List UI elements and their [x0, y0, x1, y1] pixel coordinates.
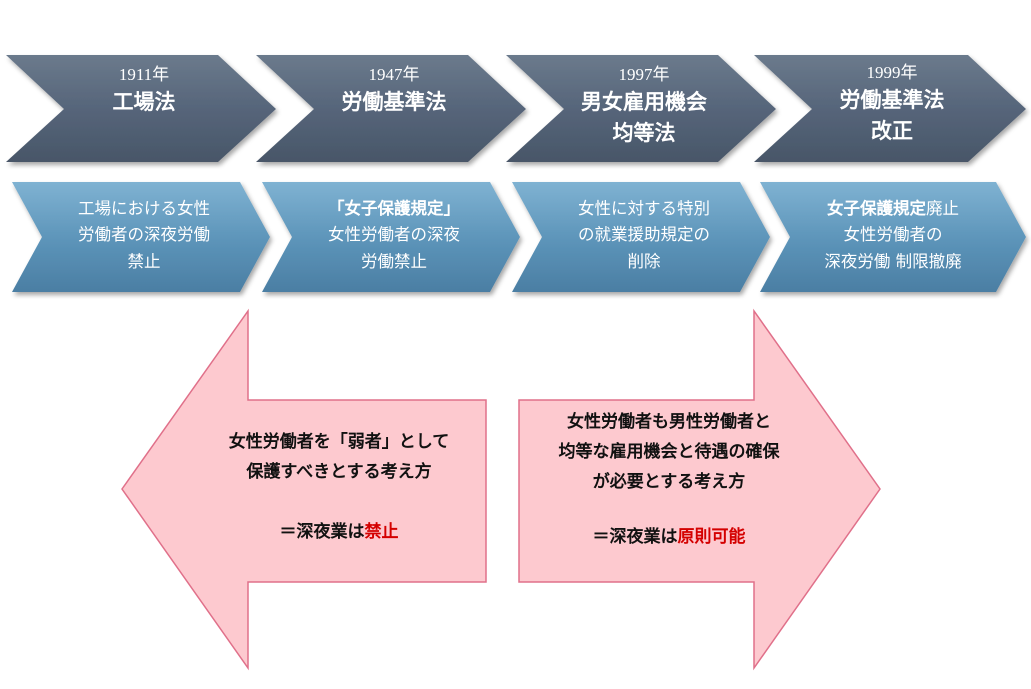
desc-chevron-1 [12, 182, 270, 292]
law-name: 男女雇用機会 [581, 88, 707, 114]
law-label-2: 1947年 労働基準法 [312, 64, 476, 117]
conclusion-highlight: 原則可能 [677, 527, 746, 548]
arrow-line: 保護すべきとする考え方 [246, 461, 432, 482]
law-chevron-2 [256, 55, 526, 162]
law-year: 1911年 [118, 65, 170, 84]
law-chevron-1 [6, 55, 276, 162]
left-arrow-text: 女性労働者を「弱者」として 保護すべきとする考え方 ＝深夜業は禁止 [196, 428, 482, 547]
desc-label-2: 「女子保護規定」 女性労働者の深夜 労働禁止 [292, 196, 496, 275]
desc-line: 女性に対する特別 [578, 199, 710, 218]
law-label-4: 1999年 労働基準法 改正 [810, 62, 974, 147]
law-name: 労働基準法 [839, 86, 945, 112]
desc-line: 女性労働者の [843, 225, 943, 245]
law-year: 1999年 [866, 63, 918, 82]
desc-label-3: 女性に対する特別 の就業援助規定の 削除 [542, 196, 746, 275]
conclusion-highlight: 禁止 [364, 521, 399, 542]
desc-line: 労働禁止 [361, 251, 427, 271]
desc-bold-term: 「女子保護規定」 [328, 199, 460, 218]
law-year: 1997年 [618, 65, 670, 84]
desc-line: 深夜労働 制限撤廃 [824, 251, 962, 271]
law-name: 労働基準法 [341, 88, 447, 114]
arrow-line: 女性労働者を「弱者」として [228, 432, 450, 452]
law-name: 均等法 [612, 120, 676, 146]
desc-line: 廃止 [926, 199, 959, 218]
law-name: 改正 [871, 118, 913, 144]
law-chevron-3 [506, 55, 776, 162]
desc-line: 労働者の深夜労働 [78, 225, 210, 245]
desc-line: の就業援助規定の [578, 225, 710, 245]
law-label-3: 1997年 男女雇用機会 均等法 [562, 64, 726, 149]
desc-chevron-4 [760, 182, 1026, 292]
law-name: 工場法 [112, 88, 176, 114]
desc-chevron-2 [262, 182, 520, 292]
desc-line: 女性労働者の深夜 [328, 225, 460, 245]
left-arrow-shape [121, 308, 487, 671]
desc-chevron-3 [512, 182, 770, 292]
law-label-1: 1911年 工場法 [62, 64, 226, 117]
arrow-conclusion: ＝深夜業は原則可能 [592, 527, 746, 548]
law-chevron-4 [754, 55, 1026, 162]
desc-label-1: 工場における女性 労働者の深夜労働 禁止 [42, 196, 246, 275]
right-arrow-text: 女性労働者も男性労働者と 均等な雇用機会と待遇の確保 が必要とする考え方 ＝深夜… [522, 408, 816, 553]
desc-line: 工場における女性 [78, 199, 210, 218]
arrow-line: 女性労働者も男性労働者と [567, 412, 771, 432]
arrow-line: が必要とする考え方 [592, 471, 746, 492]
right-arrow-shape [518, 308, 881, 671]
desc-label-4: 女子保護規定廃止 女性労働者の 深夜労働 制限撤廃 [788, 196, 998, 275]
desc-bold-term: 女子保護規定 [827, 199, 926, 218]
law-year: 1947年 [368, 65, 420, 84]
desc-line: 禁止 [127, 251, 161, 271]
desc-line: 削除 [627, 251, 661, 271]
arrow-conclusion: ＝深夜業は禁止 [279, 521, 399, 542]
arrow-line: 均等な雇用機会と待遇の確保 [558, 441, 780, 462]
